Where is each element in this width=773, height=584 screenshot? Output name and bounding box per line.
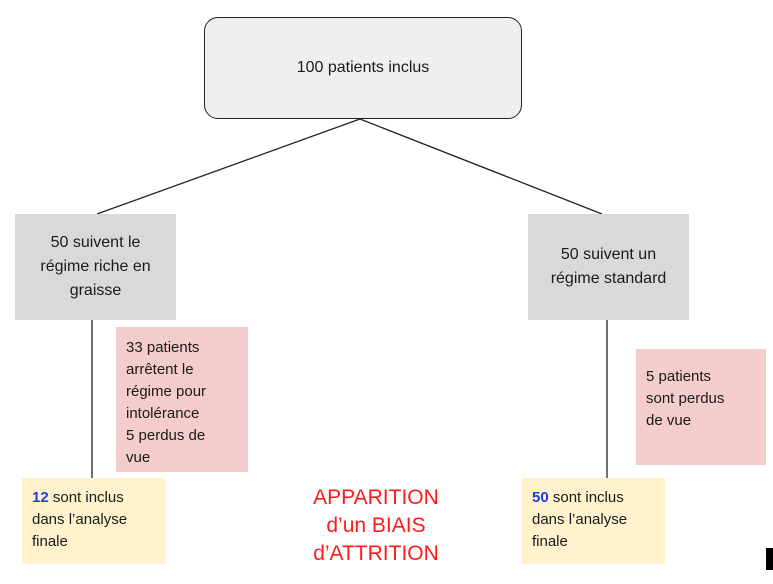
standard-arm-final-text: sont inclus [548, 489, 624, 506]
fat-arm-dropout-line: vue [126, 449, 151, 466]
standard-arm-final-analysis-box: 50 sont inclus dans l’analyse finale [522, 478, 665, 564]
fat-arm-final-first-line: 12 sont inclus [32, 487, 127, 509]
fat-arm-dropout-line: arrêtent le [126, 361, 194, 378]
fat-arm-final-text: sont inclus [48, 489, 124, 506]
standard-arm-final-first-line: 50 sont inclus [532, 487, 627, 509]
fat-diet-arm-box: 50 suivent le régime riche en graisse [15, 214, 176, 320]
fat-arm-final-count: 12 [32, 489, 49, 506]
connector-root-to-fat-arm [96, 118, 361, 215]
fat-diet-arm-line: graisse [69, 282, 122, 299]
attrition-bias-line: d’ATTRITION [313, 542, 439, 565]
attrition-bias-label: APPARITION d’un BIAIS d’ATTRITION [280, 484, 472, 568]
attrition-bias-line: d’un BIAIS [326, 514, 426, 537]
fat-diet-arm-line: 50 suivent le [50, 234, 141, 251]
standard-arm-final-line: dans l’analyse [532, 511, 628, 528]
standard-arm-dropout-line: de vue [646, 412, 692, 429]
attrition-bias-line: APPARITION [313, 486, 439, 509]
fat-arm-final-line: finale [32, 533, 68, 550]
fat-arm-final-analysis-box: 12 sont inclus dans l’analyse finale [22, 478, 165, 564]
fat-diet-arm-line: régime riche en [40, 258, 151, 275]
standard-arm-dropout-line: sont perdus [646, 390, 725, 407]
fat-arm-final-line: dans l’analyse [32, 511, 128, 528]
fat-arm-dropout-line: 5 perdus de [126, 427, 206, 444]
connector-root-to-standard-arm [359, 118, 603, 215]
standard-arm-dropout-box: 5 patients sont perdus de vue [636, 349, 766, 465]
fat-arm-dropout-line: intolérance [126, 405, 200, 422]
enrolled-patients-label: 100 patients inclus [296, 59, 430, 76]
standard-diet-arm-line: régime standard [550, 270, 667, 287]
standard-arm-final-count: 50 [532, 489, 549, 506]
fat-arm-dropout-line: régime pour [126, 383, 207, 400]
fat-arm-dropout-box: 33 patients arrêtent le régime pour into… [116, 327, 248, 472]
standard-arm-final-line: finale [532, 533, 568, 550]
enrolled-patients-box: 100 patients inclus [204, 17, 522, 119]
fat-arm-dropout-line: 33 patients [126, 339, 200, 356]
standard-diet-arm-box: 50 suivent un régime standard [528, 214, 689, 320]
standard-arm-dropout-line: 5 patients [646, 368, 712, 385]
standard-diet-arm-line: 50 suivent un [560, 246, 657, 263]
edge-black-mark [766, 548, 773, 570]
